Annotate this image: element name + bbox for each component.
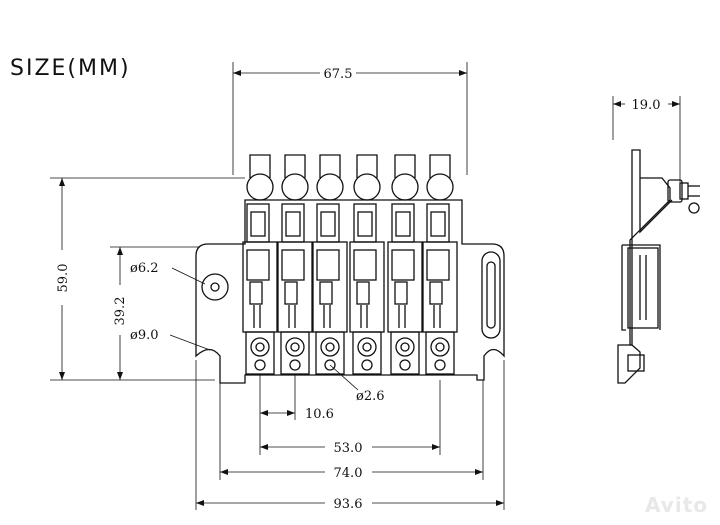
saddle-1 (242, 154, 278, 375)
saddle-group (242, 154, 458, 375)
label-67-5: 67.5 (324, 67, 353, 82)
hole-leaders (169, 267, 211, 351)
saddle-5 (387, 154, 423, 375)
label-2-6: ø2.6 (356, 389, 385, 404)
watermark: Avito (645, 493, 708, 517)
dim-string-pitch: 10.6 (259, 375, 334, 422)
label-10-6: 10.6 (305, 407, 334, 422)
saddle-2 (277, 154, 313, 375)
saddle-3 (312, 154, 348, 375)
dim-studs: 74.0 (219, 380, 484, 481)
label-93-6: 93.6 (334, 497, 363, 512)
label-hole-6-2: ø6.2 (130, 261, 159, 276)
label-39-2: 39.2 (113, 297, 128, 326)
side-view: 19.0 (612, 96, 700, 384)
label-19-0: 19.0 (632, 98, 661, 113)
mount-hole-large (201, 273, 229, 301)
base-plate (195, 199, 505, 384)
dim-height-mount: 39.2 (110, 246, 200, 380)
mount-hole-large-center (210, 282, 220, 292)
dim-height-total: 59.0 (50, 177, 245, 381)
dim-width-total: 93.6 (195, 360, 505, 512)
slot-right (481, 251, 501, 339)
dim-outer-strings: 53.0 (259, 380, 441, 456)
label-59-0: 59.0 (56, 264, 71, 293)
label-53-0: 53.0 (334, 441, 363, 456)
dim-width-top: 67.5 (232, 62, 468, 175)
label-hole-9-0: ø9.0 (130, 328, 159, 343)
slot-right-inner (486, 261, 496, 329)
saddle-4 (349, 154, 385, 375)
diagram-title: SIZE(MM) (10, 56, 131, 81)
label-74-0: 74.0 (334, 466, 363, 481)
dim-screw: ø2.6 (329, 364, 385, 404)
saddle-6 (422, 154, 458, 375)
